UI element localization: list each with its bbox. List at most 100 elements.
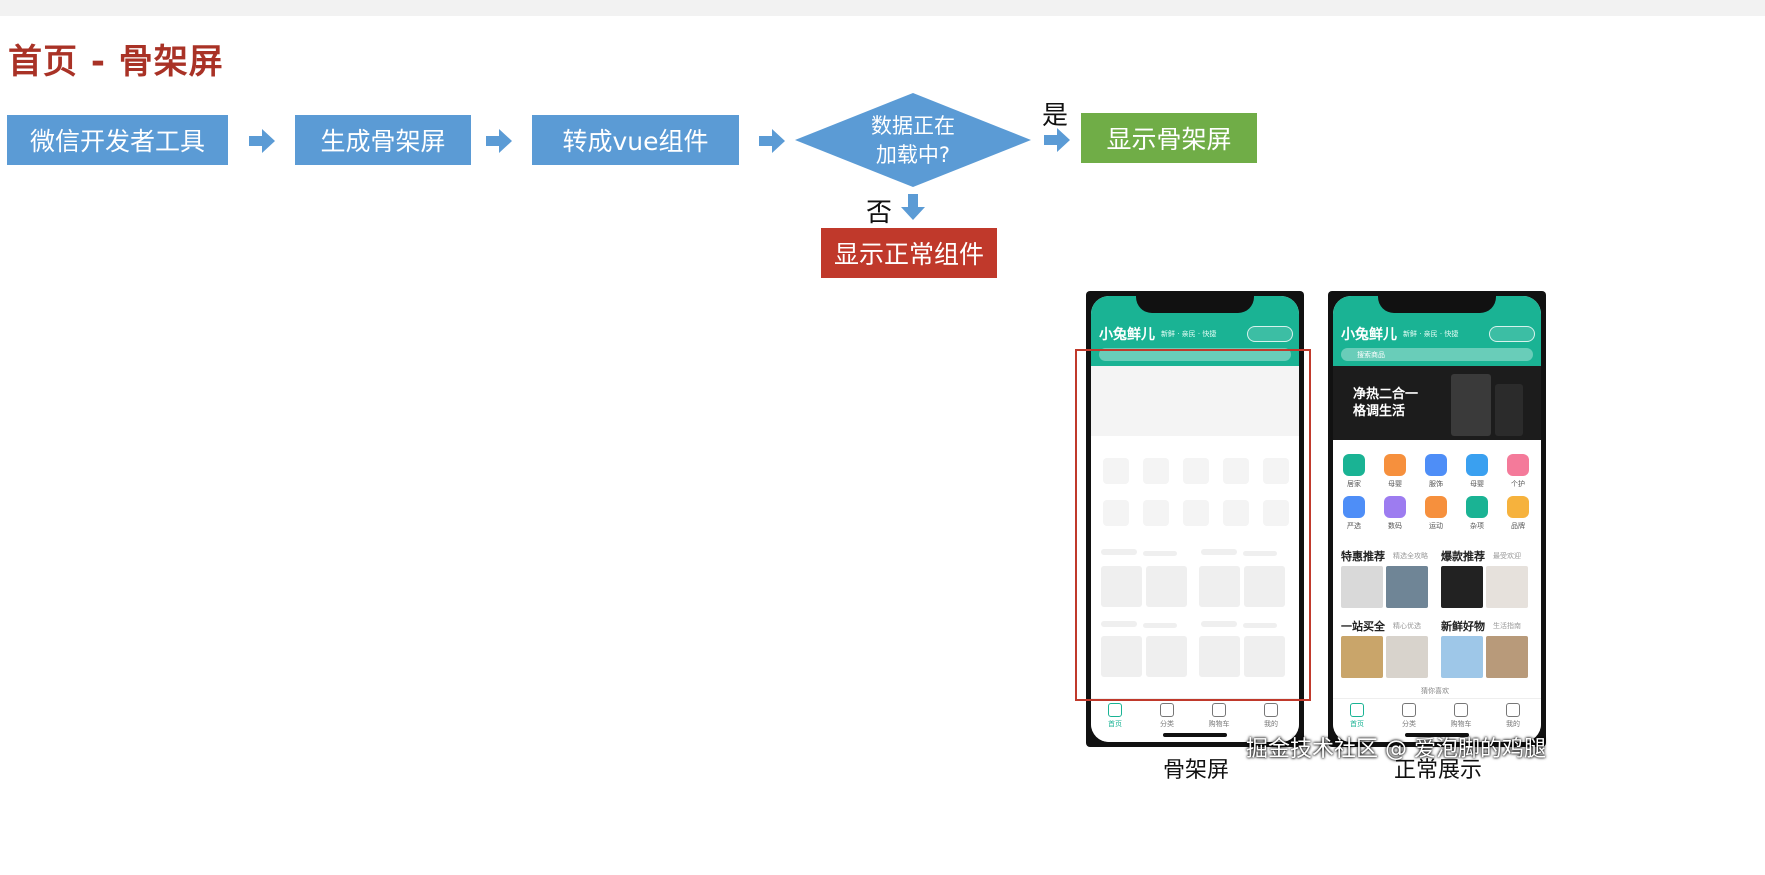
section-title: 新鲜好物 — [1441, 620, 1485, 633]
tab-category[interactable]: 分类 — [1389, 699, 1429, 729]
appliance-image — [1495, 384, 1523, 436]
appliance-image — [1451, 374, 1491, 436]
home-icon — [1350, 703, 1364, 717]
category-item[interactable]: 数码 — [1378, 496, 1412, 531]
step-generate-skeleton: 生成骨架屏 — [295, 115, 471, 165]
skeleton-text-line — [1201, 621, 1237, 627]
arrow-right-icon — [1044, 128, 1070, 152]
user-icon — [1506, 703, 1520, 717]
skeleton-app-tags: 新鲜 · 亲民 · 快捷 — [1161, 330, 1217, 338]
normal-search-bar[interactable] — [1341, 348, 1533, 361]
skeleton-image-block — [1244, 636, 1285, 677]
banner-text: 净热二合一 格调生活 — [1353, 387, 1419, 419]
promo-banner[interactable]: 净热二合一 格调生活 — [1333, 366, 1541, 440]
no-label: 否 — [866, 198, 893, 228]
normal-caption: 正常展示 — [1394, 758, 1483, 783]
yes-label: 是 — [1042, 101, 1069, 131]
skeleton-text-line — [1243, 551, 1277, 556]
category-item[interactable]: 品牌 — [1501, 496, 1535, 531]
tab-home[interactable]: 首页 — [1095, 699, 1135, 729]
arrow-right-icon — [486, 129, 512, 153]
tab-home[interactable]: 首页 — [1337, 699, 1377, 729]
skeleton-cat-placeholder — [1103, 458, 1129, 484]
skeleton-image-block — [1199, 566, 1240, 607]
skeleton-app-name: 小兔鲜儿 — [1099, 327, 1155, 343]
category-item[interactable]: 服饰 — [1419, 454, 1453, 489]
skeleton-image-block — [1101, 566, 1142, 607]
skeleton-cat-placeholder — [1143, 500, 1169, 526]
skeleton-image-block — [1244, 566, 1285, 607]
skeleton-image-block — [1146, 566, 1187, 607]
category-icon — [1160, 703, 1174, 717]
result-show-normal: 显示正常组件 — [821, 228, 997, 278]
arrow-right-icon — [249, 129, 275, 153]
phone-notch — [1136, 291, 1254, 313]
tab-profile[interactable]: 我的 — [1493, 699, 1533, 729]
skeleton-image-block — [1199, 636, 1240, 677]
search-placeholder: 搜索商品 — [1357, 351, 1385, 359]
skeleton-highlight-frame — [1075, 349, 1311, 701]
category-item[interactable]: 母婴 — [1460, 454, 1494, 489]
section-subtitle: 生活指南 — [1493, 622, 1521, 630]
tab-profile[interactable]: 我的 — [1251, 699, 1291, 729]
cart-icon — [1212, 703, 1226, 717]
home-icon — [1108, 703, 1122, 717]
skeleton-cat-placeholder — [1183, 458, 1209, 484]
skeleton-caption: 骨架屏 — [1163, 758, 1230, 783]
product-image[interactable] — [1486, 566, 1528, 608]
skeleton-cat-placeholder — [1103, 500, 1129, 526]
normal-app-name: 小兔鲜儿 — [1341, 327, 1397, 343]
skeleton-cat-placeholder — [1263, 458, 1289, 484]
top-band — [0, 0, 1765, 16]
skeleton-text-line — [1143, 551, 1177, 556]
category-item[interactable]: 杂项 — [1460, 496, 1494, 531]
product-image[interactable] — [1386, 636, 1428, 678]
section-title: 特惠推荐 — [1341, 550, 1385, 563]
product-image[interactable] — [1386, 566, 1428, 608]
category-item[interactable]: 运动 — [1419, 496, 1453, 531]
skeleton-image-block — [1146, 636, 1187, 677]
decision-line-1: 数据正在 — [871, 114, 955, 138]
normal-phone: 小兔鲜儿 新鲜 · 亲民 · 快捷 搜索商品 净热二合一 格调生活 居家 母婴 … — [1328, 291, 1546, 747]
tab-cart[interactable]: 购物车 — [1199, 699, 1239, 729]
skeleton-cat-placeholder — [1143, 458, 1169, 484]
skeleton-image-block — [1101, 636, 1142, 677]
skeleton-banner-placeholder — [1091, 366, 1299, 436]
category-item[interactable]: 居家 — [1337, 454, 1371, 489]
section-title: 爆款推荐 — [1441, 550, 1485, 563]
home-indicator — [1163, 733, 1227, 737]
skeleton-cat-placeholder — [1183, 500, 1209, 526]
normal-app-tags: 新鲜 · 亲民 · 快捷 — [1403, 330, 1459, 338]
watermark: 掘金技术社区 @ 爱泡脚的鸡腿 — [1246, 737, 1546, 762]
skeleton-text-line — [1243, 623, 1277, 628]
phone-notch — [1378, 291, 1496, 313]
skeleton-cat-placeholder — [1223, 458, 1249, 484]
slide-title: 首页 - 骨架屏 — [8, 42, 224, 82]
normal-screen: 小兔鲜儿 新鲜 · 亲民 · 快捷 搜索商品 净热二合一 格调生活 居家 母婴 … — [1333, 296, 1541, 742]
product-image[interactable] — [1341, 566, 1383, 608]
cart-icon — [1454, 703, 1468, 717]
section-subtitle: 精心优选 — [1393, 622, 1421, 630]
section-subtitle: 精选全攻略 — [1393, 552, 1428, 560]
step-convert-vue: 转成vue组件 — [532, 115, 739, 165]
decision-text: 数据正在 加载中? — [853, 112, 973, 170]
capsule-menu-icon — [1247, 326, 1293, 342]
product-image[interactable] — [1441, 566, 1483, 608]
capsule-menu-icon — [1489, 326, 1535, 342]
decision-line-2: 加载中? — [875, 143, 951, 167]
tab-category[interactable]: 分类 — [1147, 699, 1187, 729]
guess-you-like-label: 猜你喜欢 — [1421, 687, 1449, 695]
category-item[interactable]: 严选 — [1337, 496, 1371, 531]
category-item[interactable]: 个护 — [1501, 454, 1535, 489]
product-image[interactable] — [1441, 636, 1483, 678]
tab-cart[interactable]: 购物车 — [1441, 699, 1481, 729]
section-subtitle: 最受欢迎 — [1493, 552, 1521, 560]
home-indicator — [1405, 733, 1469, 737]
skeleton-screen: 小兔鲜儿 新鲜 · 亲民 · 快捷 首页 分类 — [1091, 296, 1299, 742]
product-image[interactable] — [1486, 636, 1528, 678]
arrow-right-icon — [759, 129, 785, 153]
skeleton-cat-placeholder — [1263, 500, 1289, 526]
decision-diamond — [795, 93, 1031, 187]
category-item[interactable]: 母婴 — [1378, 454, 1412, 489]
product-image[interactable] — [1341, 636, 1383, 678]
